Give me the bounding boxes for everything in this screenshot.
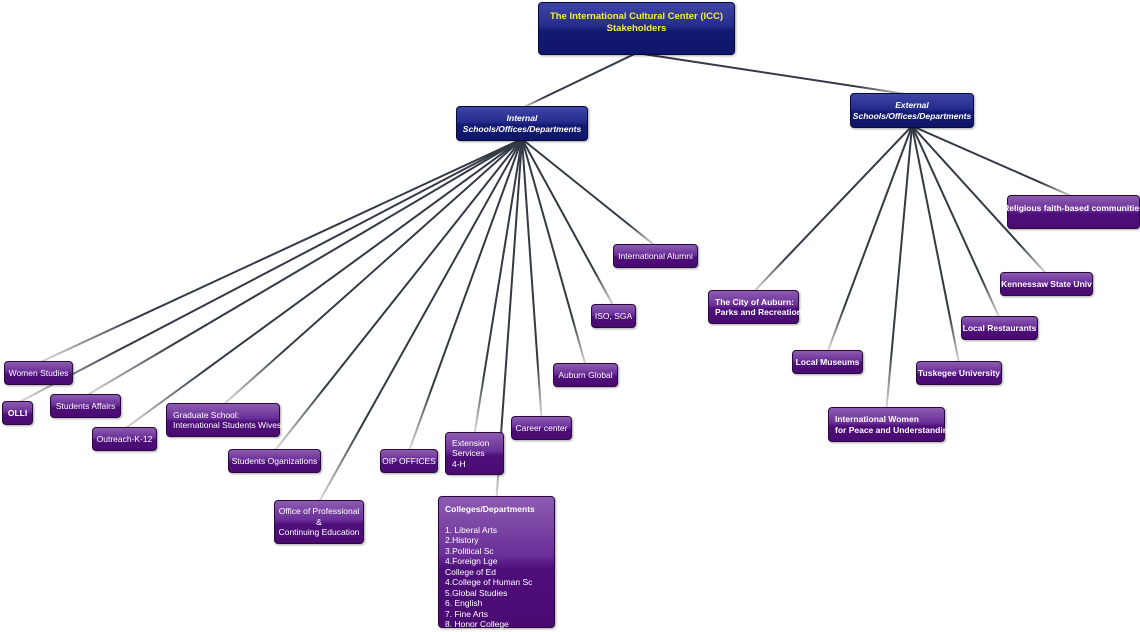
node-label: Students Oganizations bbox=[231, 455, 318, 466]
edge-internal-to-graduate-school bbox=[222, 138, 523, 406]
edge-internal-to-career-center bbox=[521, 138, 543, 419]
node-extension-services[interactable]: Extension Services 4-H bbox=[445, 432, 504, 475]
node-label: ISO, SGA bbox=[594, 310, 633, 321]
node-label-line-3: Continuing Education bbox=[278, 527, 360, 538]
node-label-line-3: 4-H bbox=[452, 458, 466, 469]
edge-external-to-religious bbox=[911, 125, 1075, 198]
college-item: 5.Global Studies bbox=[445, 587, 508, 598]
branch-external-label-1: External bbox=[895, 100, 929, 110]
node-international-women[interactable]: International Women for Peace and Unders… bbox=[828, 407, 953, 442]
edge-external-to-local-restaurants bbox=[911, 125, 1001, 319]
node-oip-offices[interactable]: OIP OFFICES bbox=[380, 449, 438, 473]
node-students-organizations[interactable]: Students Oganizations bbox=[228, 449, 321, 473]
node-olli[interactable]: OLLI bbox=[2, 401, 33, 425]
college-item: 1. Liberal Arts bbox=[445, 524, 497, 535]
node-label-line-1: The City of Auburn: bbox=[715, 296, 795, 307]
colleges-title: Colleges/Departments bbox=[445, 504, 535, 514]
node-women-studies[interactable]: Women Studies bbox=[4, 361, 73, 385]
node-office-professional[interactable]: Office of Professional & Continuing Educ… bbox=[274, 500, 364, 544]
college-item: College of Ed bbox=[445, 566, 497, 577]
edge-internal-to-students-organizations bbox=[273, 138, 523, 452]
node-international-alumni[interactable]: International Alumni bbox=[613, 244, 698, 268]
edge-external-to-city-of-auburn bbox=[752, 125, 913, 293]
node-label-line-1: Extension bbox=[452, 437, 490, 448]
root-node-icc-stakeholders[interactable]: The International Cultural Center (ICC) … bbox=[538, 2, 735, 55]
edge-internal-to-outreach-k12 bbox=[123, 138, 523, 430]
node-city-of-auburn[interactable]: The City of Auburn: Parks and Recreation bbox=[708, 290, 802, 324]
node-label-line-2: Services bbox=[452, 448, 485, 459]
node-career-center[interactable]: Career center bbox=[511, 416, 572, 440]
college-item: 7. Fine Arts bbox=[445, 608, 488, 619]
edge-internal-to-students-affairs bbox=[84, 138, 523, 397]
node-label-line-2: for Peace and Understanding bbox=[835, 424, 954, 435]
node-label: Career center bbox=[515, 422, 568, 433]
node-auburn-global[interactable]: Auburn Global bbox=[553, 363, 618, 387]
node-label: Women Studies bbox=[8, 367, 69, 378]
node-label: Tuskegee University bbox=[917, 367, 1001, 378]
edge-root-to-external bbox=[635, 52, 913, 96]
node-label: Local Museums bbox=[795, 356, 860, 367]
node-local-restaurants[interactable]: Local Restaurants bbox=[961, 316, 1038, 340]
node-tuskegee-university[interactable]: Tuskegee University bbox=[916, 361, 1002, 385]
branch-node-external[interactable]: External Schools/Offices/Departments bbox=[850, 93, 974, 128]
branch-external-label-2: Schools/Offices/Departments bbox=[852, 110, 972, 121]
college-item: 8. Honor College bbox=[445, 619, 509, 629]
edge-internal-to-office-professional bbox=[318, 138, 523, 503]
edge-external-to-local-museums bbox=[826, 125, 913, 353]
branch-internal-label-2: Schools/Offices/Departments bbox=[462, 123, 582, 134]
college-item: 6. English bbox=[445, 598, 483, 608]
college-item: 2.History bbox=[445, 535, 479, 545]
node-students-affairs[interactable]: Students Affairs bbox=[50, 394, 121, 418]
node-religious-communities[interactable]: Religious faith-based communities bbox=[1003, 195, 1140, 229]
node-label: Kennessaw State Univ bbox=[1001, 278, 1092, 289]
college-item: 4.College of Human Sc bbox=[445, 577, 533, 587]
node-label: Students Affairs bbox=[55, 400, 116, 411]
node-label-line-1: International Women bbox=[835, 414, 919, 424]
node-label: Religious faith-based communities bbox=[1003, 203, 1140, 213]
node-label: OLLI bbox=[7, 407, 28, 418]
node-label: OIP OFFICES bbox=[382, 455, 436, 466]
edge-external-to-international-women bbox=[885, 125, 913, 410]
edge-internal-to-auburn-global bbox=[521, 138, 587, 366]
node-outreach-k12[interactable]: Outreach-K-12 bbox=[92, 427, 157, 451]
node-label-line-2: International Students Wives bbox=[173, 420, 282, 430]
edge-internal-to-oip-offices bbox=[408, 138, 523, 452]
node-label-line-1: Graduate School: bbox=[173, 409, 240, 420]
edge-internal-to-international-alumni bbox=[521, 138, 657, 247]
node-label-line-1: Office of Professional bbox=[278, 506, 360, 517]
node-kennesaw-state[interactable]: Kennessaw State Univ bbox=[1000, 272, 1093, 296]
node-colleges-departments[interactable]: Colleges/Departments 1. Liberal Arts 2.H… bbox=[438, 496, 555, 629]
node-label-line-2: Parks and Recreation bbox=[715, 307, 802, 317]
node-label: International Alumni bbox=[618, 250, 693, 261]
edge-root-to-internal bbox=[521, 52, 638, 109]
branch-internal-label-1: Internal bbox=[506, 113, 538, 123]
edge-internal-to-extension-services bbox=[473, 138, 523, 435]
node-graduate-school[interactable]: Graduate School: International Students … bbox=[166, 403, 282, 437]
edge-external-to-tuskegee bbox=[911, 125, 960, 364]
node-iso-sga[interactable]: ISO, SGA bbox=[591, 304, 636, 328]
edge-internal-to-iso-sga bbox=[521, 138, 615, 307]
root-title-line-2: Stakeholders bbox=[606, 23, 667, 34]
college-item: 4.Foreign Lge bbox=[445, 556, 498, 566]
node-label-line-2: & bbox=[316, 516, 322, 527]
node-label: Local Restaurants bbox=[962, 322, 1037, 333]
college-item: 3.Political Sc bbox=[445, 545, 494, 556]
root-title-line-1: The International Cultural Center (ICC) bbox=[549, 11, 724, 22]
node-label: Outreach-K-12 bbox=[96, 433, 153, 444]
node-label: Auburn Global bbox=[558, 369, 613, 380]
branch-node-internal[interactable]: Internal Schools/Offices/Departments bbox=[456, 106, 588, 141]
node-local-museums[interactable]: Local Museums bbox=[792, 350, 863, 374]
edge-internal-to-women-studies bbox=[37, 138, 523, 364]
edge-internal-to-olli bbox=[16, 138, 523, 404]
edge-external-to-kennesaw bbox=[911, 125, 1048, 275]
